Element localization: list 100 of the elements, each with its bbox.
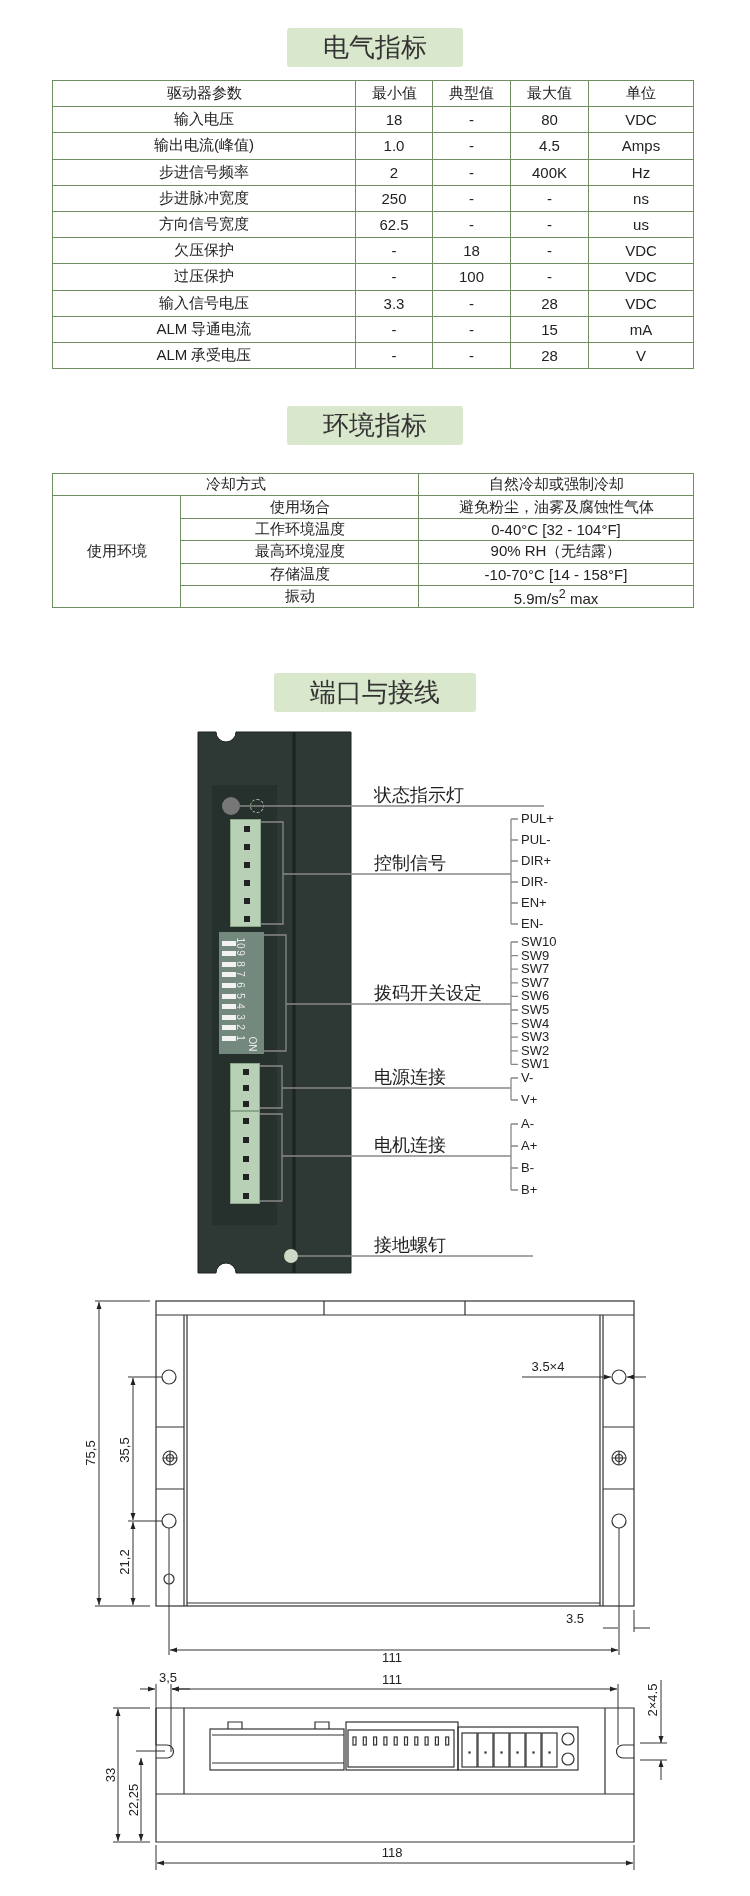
- pin-label: A+: [521, 1139, 538, 1153]
- pin-label: SW1: [521, 1057, 550, 1072]
- table-cell: 工作环境温度: [180, 518, 419, 541]
- table-cell: 过压保护: [52, 263, 356, 290]
- table-cell: 4.5: [510, 132, 589, 160]
- dimension-label: 21,2: [116, 1549, 132, 1575]
- table-cell: -: [510, 237, 589, 264]
- pin-label: PUL+: [521, 812, 554, 826]
- pin-label: SW6: [521, 989, 550, 1004]
- leader-line: [259, 1065, 375, 1109]
- pin-label: V+: [521, 1093, 538, 1107]
- table-cell: 2: [355, 159, 433, 186]
- pin-label: SW10: [521, 935, 557, 949]
- switch-number: 7: [233, 971, 247, 978]
- table-cell: ALM 承受电压: [52, 342, 356, 369]
- table-cell: 步进脉冲宽度: [52, 185, 356, 212]
- dimension-label: 3.5: [565, 1610, 585, 1626]
- table-cell: -: [432, 106, 511, 133]
- dimension-label: 2×4.5: [644, 1683, 660, 1717]
- table-cell: 振动: [180, 585, 419, 608]
- leader-line: [239, 805, 375, 807]
- table-cell: 250: [355, 185, 433, 212]
- switch-label: ON: [245, 1036, 259, 1052]
- switch-number: 8: [233, 961, 247, 967]
- table-cell: -: [432, 342, 511, 369]
- table-cell: ALM 导通电流: [52, 316, 356, 343]
- terminal-block: [230, 1111, 260, 1204]
- pin-label: B-: [521, 1161, 534, 1175]
- pin-label: PUL-: [521, 833, 551, 847]
- leader-line: [260, 821, 375, 925]
- table-cell: 90% RH（无结露）: [418, 540, 694, 564]
- table-cell: 输入信号电压: [52, 290, 356, 317]
- table-cell: 62.5: [355, 211, 433, 238]
- table-cell: VDC: [588, 106, 694, 133]
- table-cell: 输出电流(峰值): [52, 132, 356, 160]
- table-cell: 避免粉尘，油雾及腐蚀性气体: [418, 495, 694, 519]
- switch-number: 2: [233, 1024, 247, 1031]
- dimension-label: 111: [382, 1649, 402, 1665]
- switch-number: 10: [233, 937, 247, 949]
- table-cell: -: [510, 263, 589, 290]
- table-cell: -: [432, 290, 511, 317]
- table-cell: -: [432, 132, 511, 160]
- table-cell: VDC: [588, 237, 694, 264]
- callout-label: 接地螺钉: [374, 1233, 446, 1257]
- table-cell: 冷却方式: [52, 473, 419, 496]
- table-cell: mA: [588, 316, 694, 343]
- callout-label: 控制信号: [374, 851, 446, 875]
- table-cell: ns: [588, 185, 694, 212]
- dimension-label: 111: [382, 1671, 402, 1687]
- table-cell: -: [432, 211, 511, 238]
- table-cell: 15: [510, 316, 589, 343]
- table-cell: 典型值: [432, 80, 511, 107]
- callout-label: 电源连接: [374, 1065, 446, 1089]
- table-cell: 3.3: [355, 290, 433, 317]
- table-cell: 最大值: [510, 80, 589, 107]
- dimension-label: 118: [381, 1844, 403, 1860]
- leader-line: [259, 1113, 375, 1202]
- table-cell: us: [588, 211, 694, 238]
- switch-number: 5: [233, 992, 247, 999]
- switch-number: 9: [233, 950, 247, 956]
- pin-label: SW3: [521, 1030, 550, 1045]
- pin-label: SW4: [521, 1016, 550, 1031]
- table-cell: -: [510, 185, 589, 212]
- table-cell: VDC: [588, 263, 694, 290]
- pin-label: DIR+: [521, 854, 551, 868]
- table-cell: -: [355, 237, 433, 264]
- table-cell: 驱动器参数: [52, 80, 356, 107]
- pin-label: V-: [521, 1071, 534, 1085]
- table-cell: 5.9m/s$^{2}$ max: [418, 585, 694, 608]
- table-cell: 步进信号频率: [52, 159, 356, 186]
- leader-line: [297, 1255, 375, 1257]
- dimension-label: 33: [102, 1767, 118, 1783]
- switch-number: 3: [233, 1014, 247, 1020]
- dimension-label: 75,5: [82, 1440, 98, 1466]
- table-cell: -: [432, 316, 511, 343]
- dimension-label: 35,5: [116, 1437, 132, 1463]
- section-heading: 环境指标: [287, 406, 463, 445]
- pin-label: DIR-: [521, 875, 548, 889]
- table-cell: 80: [510, 106, 589, 133]
- table-cell: -: [355, 263, 433, 290]
- table-cell: -: [432, 159, 511, 186]
- callout-label: 拨码开关设定: [374, 981, 482, 1005]
- table-cell: Amps: [588, 132, 694, 160]
- pin-label: SW5: [521, 1003, 550, 1017]
- table-cell: -: [355, 316, 433, 343]
- callout-label: 电机连接: [374, 1133, 446, 1157]
- table-cell: 方向信号宽度: [52, 211, 356, 238]
- table-cell: 28: [510, 342, 589, 369]
- table-cell: 0-40°C [32 - 104°F]: [418, 518, 694, 541]
- switch-number: 4: [233, 1003, 247, 1009]
- switch-number: 6: [233, 982, 247, 988]
- table-cell: 18: [432, 237, 511, 264]
- table-cell: -: [432, 185, 511, 212]
- table-cell: 自然冷却或强制冷却: [418, 473, 694, 496]
- pin-label: SW9: [521, 948, 550, 963]
- table-cell: 使用环境: [52, 495, 181, 608]
- table-cell: 28: [510, 290, 589, 317]
- table-cell: Hz: [588, 159, 694, 186]
- switch-number: 1: [233, 1035, 247, 1041]
- dimension-label: 22,25: [125, 1783, 141, 1817]
